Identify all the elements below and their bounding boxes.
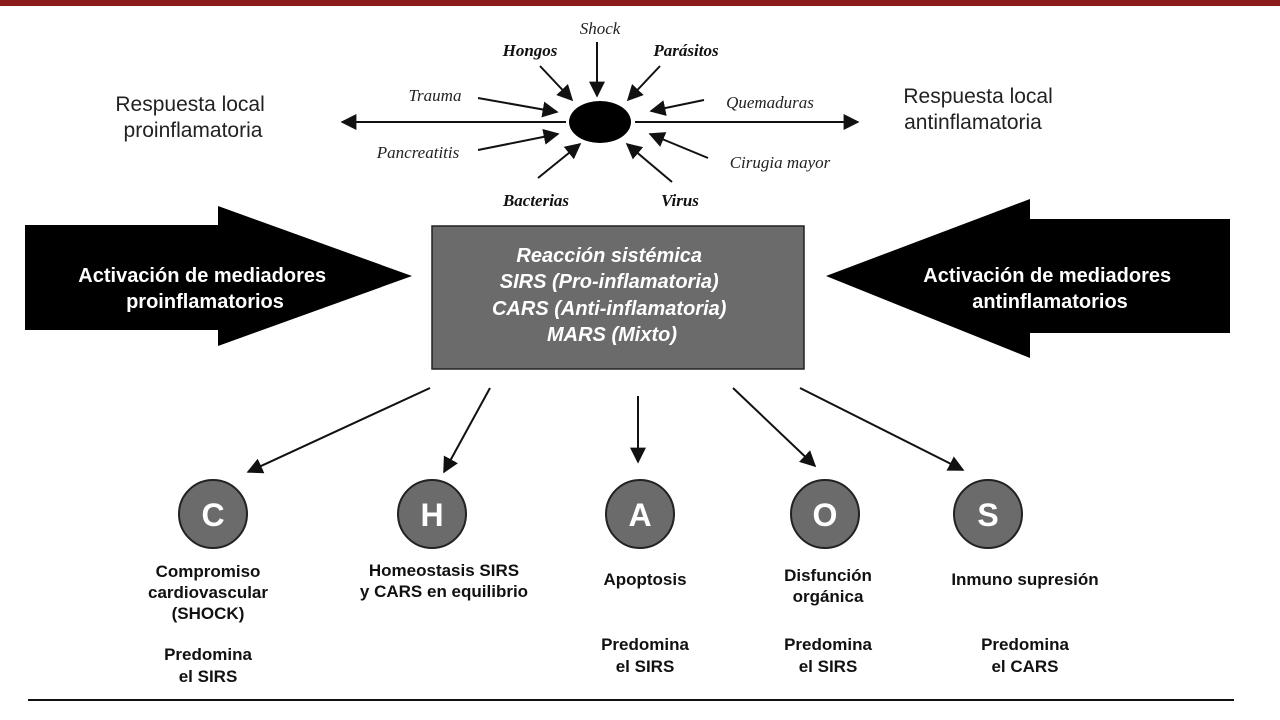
cause-hongos: Hongos (502, 41, 558, 60)
outcome-desc-line: y CARS en equilibrio (360, 582, 528, 601)
arrow-mediators-pro (25, 206, 412, 346)
outcome-letter-o: O (813, 497, 838, 533)
outcome-predomina-line: Predomina (784, 635, 872, 654)
mediators-pro-line2: proinflamatorios (126, 291, 284, 313)
cause-arrows (340, 42, 860, 183)
center-line3: CARS (Anti-inflamatoria) (492, 298, 727, 320)
cause-trauma: Trauma (409, 86, 462, 105)
outcome-desc-line: Compromiso (156, 562, 261, 581)
local-response-pro: Respuesta local proinflamatoria (115, 93, 270, 142)
outcome-desc-h: Homeostasis SIRS y CARS en equilibrio (360, 561, 528, 601)
mediators-anti-line1: Activación de mediadores (923, 265, 1171, 287)
outcome-predomina-line: Predomina (601, 635, 689, 654)
arrow-to-c (246, 387, 431, 474)
arrow-trauma (477, 97, 559, 118)
outcome-desc-c: Compromiso cardiovascular (SHOCK) (148, 562, 268, 623)
arrow-to-s (799, 387, 965, 471)
outcome-circle-a (605, 479, 675, 549)
outcome-predomina-line: el SIRS (179, 667, 238, 686)
mediators-pro-label: Activación de mediadores proinflamatorio… (78, 265, 331, 313)
outcome-desc-line: Apoptosis (603, 570, 686, 589)
local-anti-line1: Respuesta local (903, 85, 1052, 108)
arrow-pancreatitis (477, 128, 560, 151)
outcome-desc-line: orgánica (793, 587, 864, 606)
systemic-reaction-box (431, 225, 805, 370)
top-bar (0, 0, 1280, 6)
outcome-desc-line: Inmuno supresión (951, 570, 1098, 589)
arrow-to-o (732, 387, 817, 468)
center-line1: Reacción sistémica (516, 245, 702, 267)
outcome-predomina-a: Predomina el SIRS (601, 635, 689, 676)
outcome-letter-c: C (201, 497, 224, 533)
outcome-predomina-line: el CARS (991, 657, 1058, 676)
cause-parasitos: Parásitos (652, 41, 719, 60)
center-line2: SIRS (Pro-inflamatoria) (500, 271, 719, 293)
local-pro-line1: Respuesta local (115, 93, 264, 116)
outcome-circle-o (790, 479, 860, 549)
arrow-virus (625, 142, 673, 183)
outcome-letter-s: S (977, 497, 998, 533)
arrow-hongos (539, 65, 574, 102)
cause-quemaduras: Quemaduras (726, 93, 814, 112)
arrow-mediators-anti (826, 199, 1230, 358)
mediators-pro-line1: Activación de mediadores (78, 265, 326, 287)
outcome-desc-a: Apoptosis (603, 570, 686, 589)
cause-cirugia: Cirugia mayor (730, 153, 831, 172)
insult-dot (569, 101, 631, 143)
outcome-circle-h (397, 479, 467, 549)
outcome-circle-s (953, 479, 1023, 549)
outcome-circle-c (178, 479, 248, 549)
arrow-bacterias (537, 142, 582, 179)
outcome-desc-line: (SHOCK) (172, 604, 245, 623)
mediators-anti-label: Activación de mediadores antinflamatorio… (923, 265, 1176, 313)
center-line4: MARS (Mixto) (547, 324, 677, 346)
cause-bacterias: Bacterias (502, 191, 569, 210)
local-anti-line2: antinflamatoria (904, 111, 1042, 134)
arrow-to-h (443, 387, 491, 474)
outcome-letter-h: H (420, 497, 443, 533)
arrow-quemaduras (649, 99, 705, 116)
local-pro-line2: proinflamatoria (124, 119, 263, 142)
arrow-parasitos (626, 65, 661, 102)
outcome-letter-a: A (628, 497, 651, 533)
arrow-cirugia (648, 132, 709, 159)
outcome-predomina-s: Predomina el CARS (981, 635, 1069, 676)
outcome-predomina-line: Predomina (981, 635, 1069, 654)
outcome-desc-line: Disfunción (784, 566, 872, 585)
outcome-c: C Compromiso cardiovascular (SHOCK) Predomin… (148, 479, 268, 686)
cause-shock: Shock (580, 19, 621, 38)
local-response-anti: Respuesta local antinflamatoria (903, 85, 1058, 134)
cause-pancreatitis: Pancreatitis (376, 143, 460, 162)
outcome-h: H Homeostasis SIRS y CARS en equilibrio (360, 479, 528, 601)
cause-virus: Virus (661, 191, 699, 210)
outcome-predomina-line: el SIRS (616, 657, 675, 676)
outcomes: C Compromiso cardiovascular (SHOCK) Predomin… (148, 479, 1099, 686)
outcome-predomina-line: el SIRS (799, 657, 858, 676)
outcome-predomina-line: Predomina (164, 645, 252, 664)
outcome-arrows (246, 387, 965, 474)
systemic-reaction-text: Reacción sistémica SIRS (Pro-inflamatori… (492, 245, 732, 346)
outcome-predomina-c: Predomina el SIRS (164, 645, 252, 686)
outcome-predomina-o: Predomina el SIRS (784, 635, 872, 676)
outcome-desc-line: cardiovascular (148, 583, 268, 602)
outcome-desc-line: Homeostasis SIRS (369, 561, 519, 580)
outcome-desc-s: Inmuno supresión (951, 570, 1098, 589)
outcome-desc-o: Disfunción orgánica (784, 566, 872, 606)
mediators-anti-line2: antinflamatorios (972, 291, 1128, 313)
